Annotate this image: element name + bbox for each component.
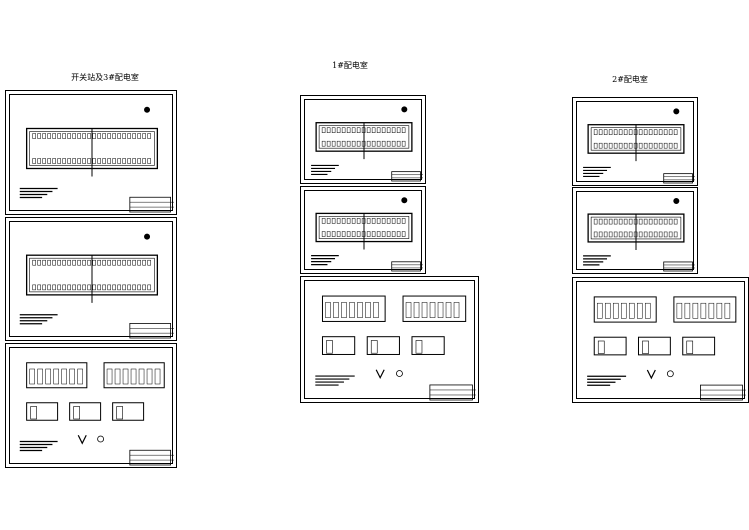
drawing-sheet[interactable] [300,186,426,274]
group-title-switch-station: 开关站及3#配电室 [71,73,139,82]
north-arrow-icon [401,197,408,204]
drawing-linework [315,295,476,401]
title-block [700,384,743,401]
title-block [429,384,473,401]
drawing-linework [583,198,695,272]
north-arrow-icon [673,198,680,205]
title-block [391,171,421,182]
drawing-sheet[interactable] [5,343,177,468]
north-arrow-icon [401,106,408,113]
title-block [129,449,171,466]
group-title-room-1: 1#配电室 [332,61,368,70]
title-block [663,261,693,272]
drawing-sheet[interactable] [5,217,177,341]
drawing-linework [19,233,174,339]
drawing-linework [587,296,746,401]
drawing-sheet[interactable] [300,95,426,184]
drawing-linework [19,362,174,466]
drawing-sheet[interactable] [572,97,698,186]
drawing-sheet[interactable] [5,90,177,215]
drawing-linework [19,106,174,213]
group-title-room-2: 2#配电室 [612,75,648,84]
north-arrow-icon [144,233,151,240]
drawing-linework [311,197,423,272]
drawing-linework [583,108,695,184]
drawing-linework [311,106,423,182]
title-block [663,173,693,184]
title-block [391,261,421,272]
drawing-sheet[interactable] [572,187,698,274]
north-arrow-icon [673,108,680,115]
north-arrow-icon [144,106,151,113]
title-block [129,196,171,213]
drawing-sheet[interactable] [300,276,479,403]
title-block [129,323,171,339]
drawing-sheet[interactable] [572,277,749,403]
